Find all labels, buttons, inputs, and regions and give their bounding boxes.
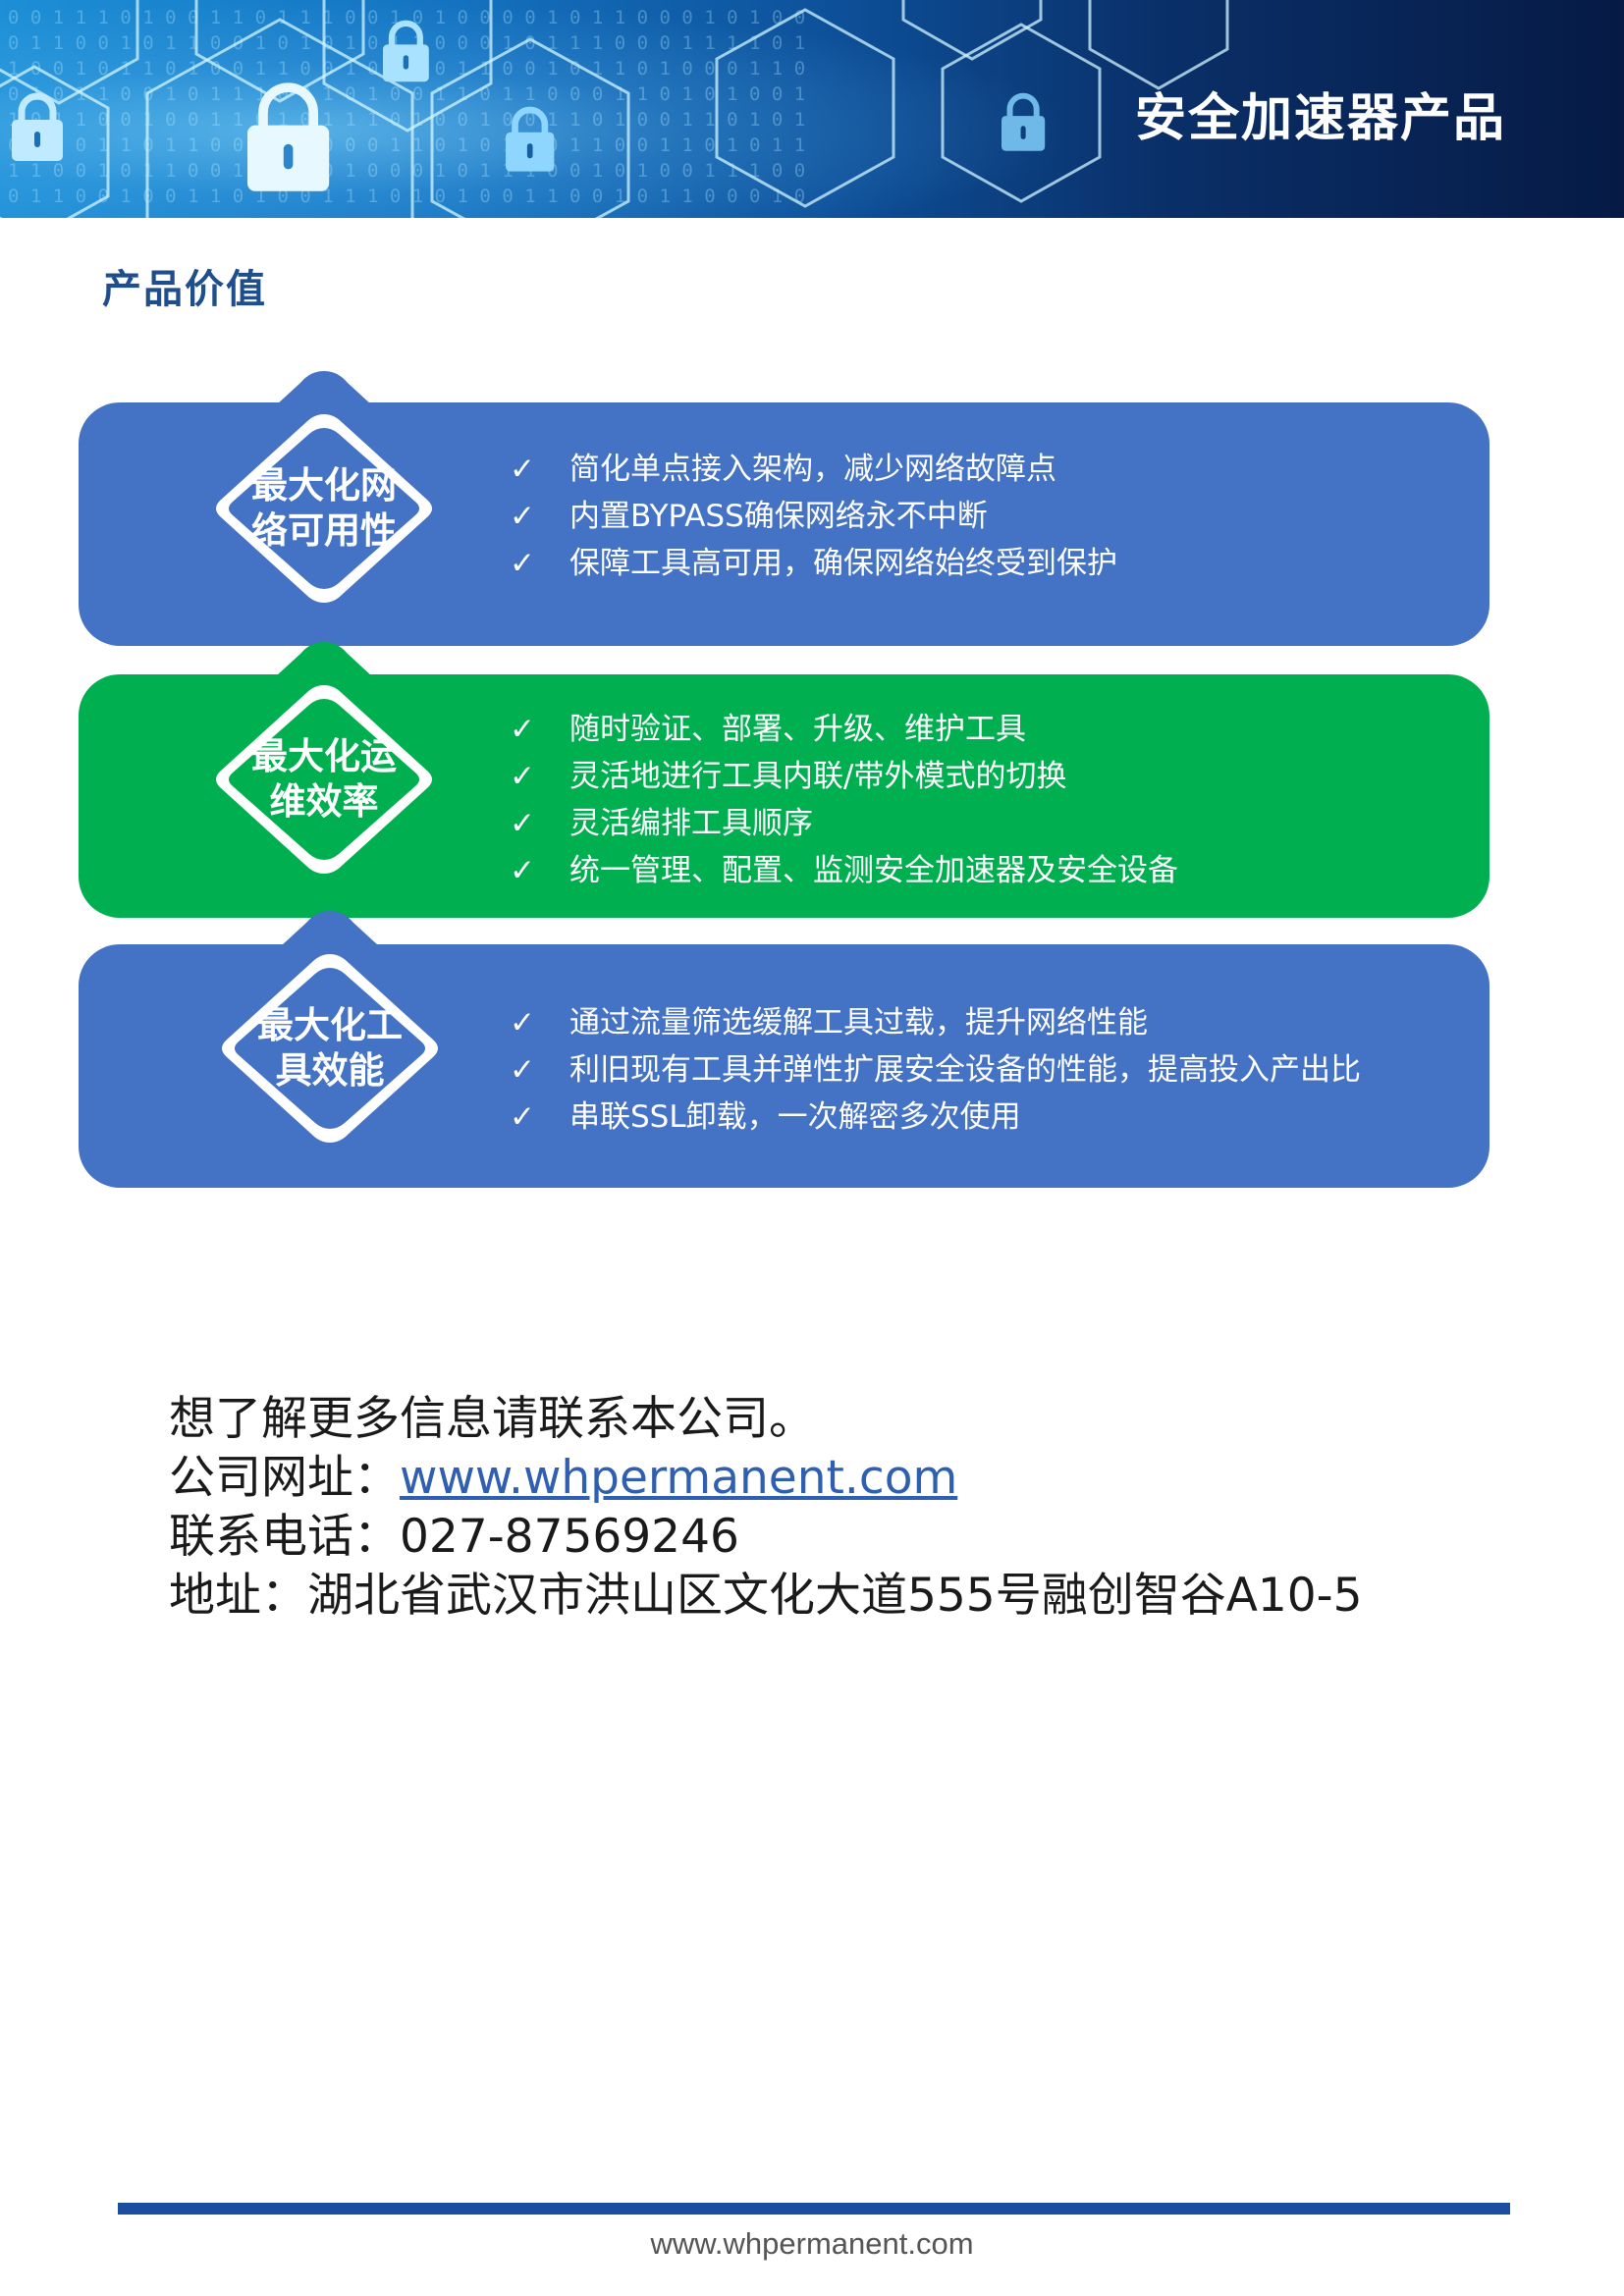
binary-row: 0 1 1 0 0 1 0 1 1 0 0 1 0 1 0 1 0 1 1 0 … [8, 32, 805, 54]
benefit-item: ✓灵活地进行工具内联/带外模式的切换 [503, 753, 1178, 800]
benefit-list: ✓简化单点接入架构，减少网络故障点 ✓内置BYPASS确保网络永不中断 ✓保障工… [503, 446, 1117, 587]
check-icon: ✓ [510, 499, 535, 534]
website-label: 公司网址： [169, 1451, 400, 1505]
hex-outline [1088, 0, 1229, 90]
binary-row: 0 1 0 1 1 0 0 1 0 1 1 1 0 0 1 0 1 0 0 1 … [8, 83, 805, 105]
diamond-badge-availability: 最大化网络可用性 [157, 363, 491, 654]
benefit-item: ✓简化单点接入架构，减少网络故障点 [503, 446, 1117, 493]
hex-outline [145, 18, 414, 218]
benefit-item: ✓随时验证、部署、升级、维护工具 [503, 706, 1178, 753]
banner-glow [0, 0, 1080, 218]
binary-row: 1 0 1 1 0 0 1 0 0 1 1 0 1 0 1 1 1 0 1 0 … [8, 109, 805, 131]
website-link[interactable]: www.whpermanent.com [400, 1451, 958, 1505]
footer-url: www.whpermanent.com [650, 2226, 974, 2261]
hexagon-lock-pattern: 0 0 1 1 1 0 1 0 0 1 1 0 1 1 1 0 0 1 0 1 … [0, 0, 1229, 218]
diamond-badge-tool-efficiency: 最大化工具效能 [163, 903, 497, 1194]
hex-outline [715, 8, 895, 208]
binary-row: 0 1 1 0 0 1 0 0 1 1 0 1 0 0 1 1 1 0 1 0 … [8, 186, 805, 207]
benefit-list: ✓通过流量筛选缓解工具过载，提升网络性能 ✓利旧现有工具并弹性扩展安全设备的性能… [503, 999, 1361, 1141]
check-icon: ✓ [510, 712, 535, 747]
address-text: 湖北省武汉市洪山区文化大道555号融创智谷A10-5 [307, 1569, 1363, 1623]
diamond-shape [178, 911, 482, 1186]
lock-icon [506, 106, 555, 172]
lock-icon [247, 82, 330, 191]
benefit-item: ✓统一管理、配置、监测安全加速器及安全设备 [503, 847, 1178, 894]
check-icon: ✓ [510, 1052, 535, 1088]
header-banner: 0 0 1 1 1 0 1 0 0 1 1 0 1 1 1 0 0 1 0 1 … [0, 0, 1624, 218]
hex-outline [322, 0, 493, 133]
phone-label: 联系电话： [169, 1510, 400, 1564]
contact-website-line: 公司网址：www.whpermanent.com [169, 1449, 1363, 1508]
diamond-label: 最大化网络可用性 [251, 464, 397, 552]
check-icon: ✓ [510, 759, 535, 794]
diamond-shape [172, 371, 476, 646]
check-icon: ✓ [510, 1099, 535, 1135]
lock-icon [383, 20, 429, 82]
lock-icon [12, 92, 63, 161]
diamond-badge-efficiency: 最大化运维效率 [157, 634, 491, 925]
benefit-item: ✓内置BYPASS确保网络永不中断 [503, 493, 1117, 540]
contact-intro: 想了解更多信息请联系本公司。 [169, 1392, 815, 1446]
footer-divider [118, 2203, 1510, 2215]
hex-outline [941, 23, 1102, 203]
check-icon: ✓ [510, 1005, 535, 1041]
benefit-item: ✓通过流量筛选缓解工具过载，提升网络性能 [503, 999, 1361, 1046]
contact-address-line: 地址：湖北省武汉市洪山区文化大道555号融创智谷A10-5 [169, 1567, 1363, 1626]
binary-row: 0 0 1 0 1 1 0 1 1 0 0 1 0 1 0 0 0 1 1 0 … [8, 134, 805, 156]
hex-outline [0, 0, 139, 105]
phone-number: 027-87569246 [400, 1510, 739, 1564]
diamond-label: 最大化运维效率 [251, 735, 397, 823]
section-title: 产品价值 [102, 267, 267, 312]
contact-phone-line: 联系电话：027-87569246 [169, 1508, 1363, 1567]
diamond-shape [172, 642, 476, 917]
diamond-label: 最大化工具效能 [257, 1004, 403, 1092]
address-label: 地址： [169, 1569, 307, 1623]
lock-icon [1001, 92, 1046, 151]
benefit-item: ✓灵活编排工具顺序 [503, 800, 1178, 847]
check-icon: ✓ [510, 806, 535, 841]
check-icon: ✓ [510, 452, 535, 487]
binary-row: 1 1 0 0 1 0 1 1 0 0 1 0 1 1 0 1 0 0 0 1 … [8, 160, 805, 182]
hex-outline [194, 0, 365, 103]
benefit-item: ✓保障工具高可用，确保网络始终受到保护 [503, 540, 1117, 587]
binary-row: 0 0 1 1 1 0 1 0 0 1 1 0 1 1 1 0 0 1 0 1 … [8, 7, 805, 28]
hex-outline [0, 65, 110, 218]
check-icon: ✓ [510, 853, 535, 888]
contact-info: 想了解更多信息请联系本公司。 公司网址：www.whpermanent.com … [169, 1390, 1363, 1626]
page-title: 安全加速器产品 [1134, 89, 1506, 148]
benefit-item: ✓利旧现有工具并弹性扩展安全设备的性能，提高投入产出比 [503, 1046, 1361, 1094]
benefit-item: ✓串联SSL卸载，一次解密多次使用 [503, 1094, 1361, 1141]
hex-outline [430, 37, 630, 218]
hex-outline [901, 0, 1043, 61]
benefit-list: ✓随时验证、部署、升级、维护工具 ✓灵活地进行工具内联/带外模式的切换 ✓灵活编… [503, 706, 1178, 894]
check-icon: ✓ [510, 546, 535, 581]
